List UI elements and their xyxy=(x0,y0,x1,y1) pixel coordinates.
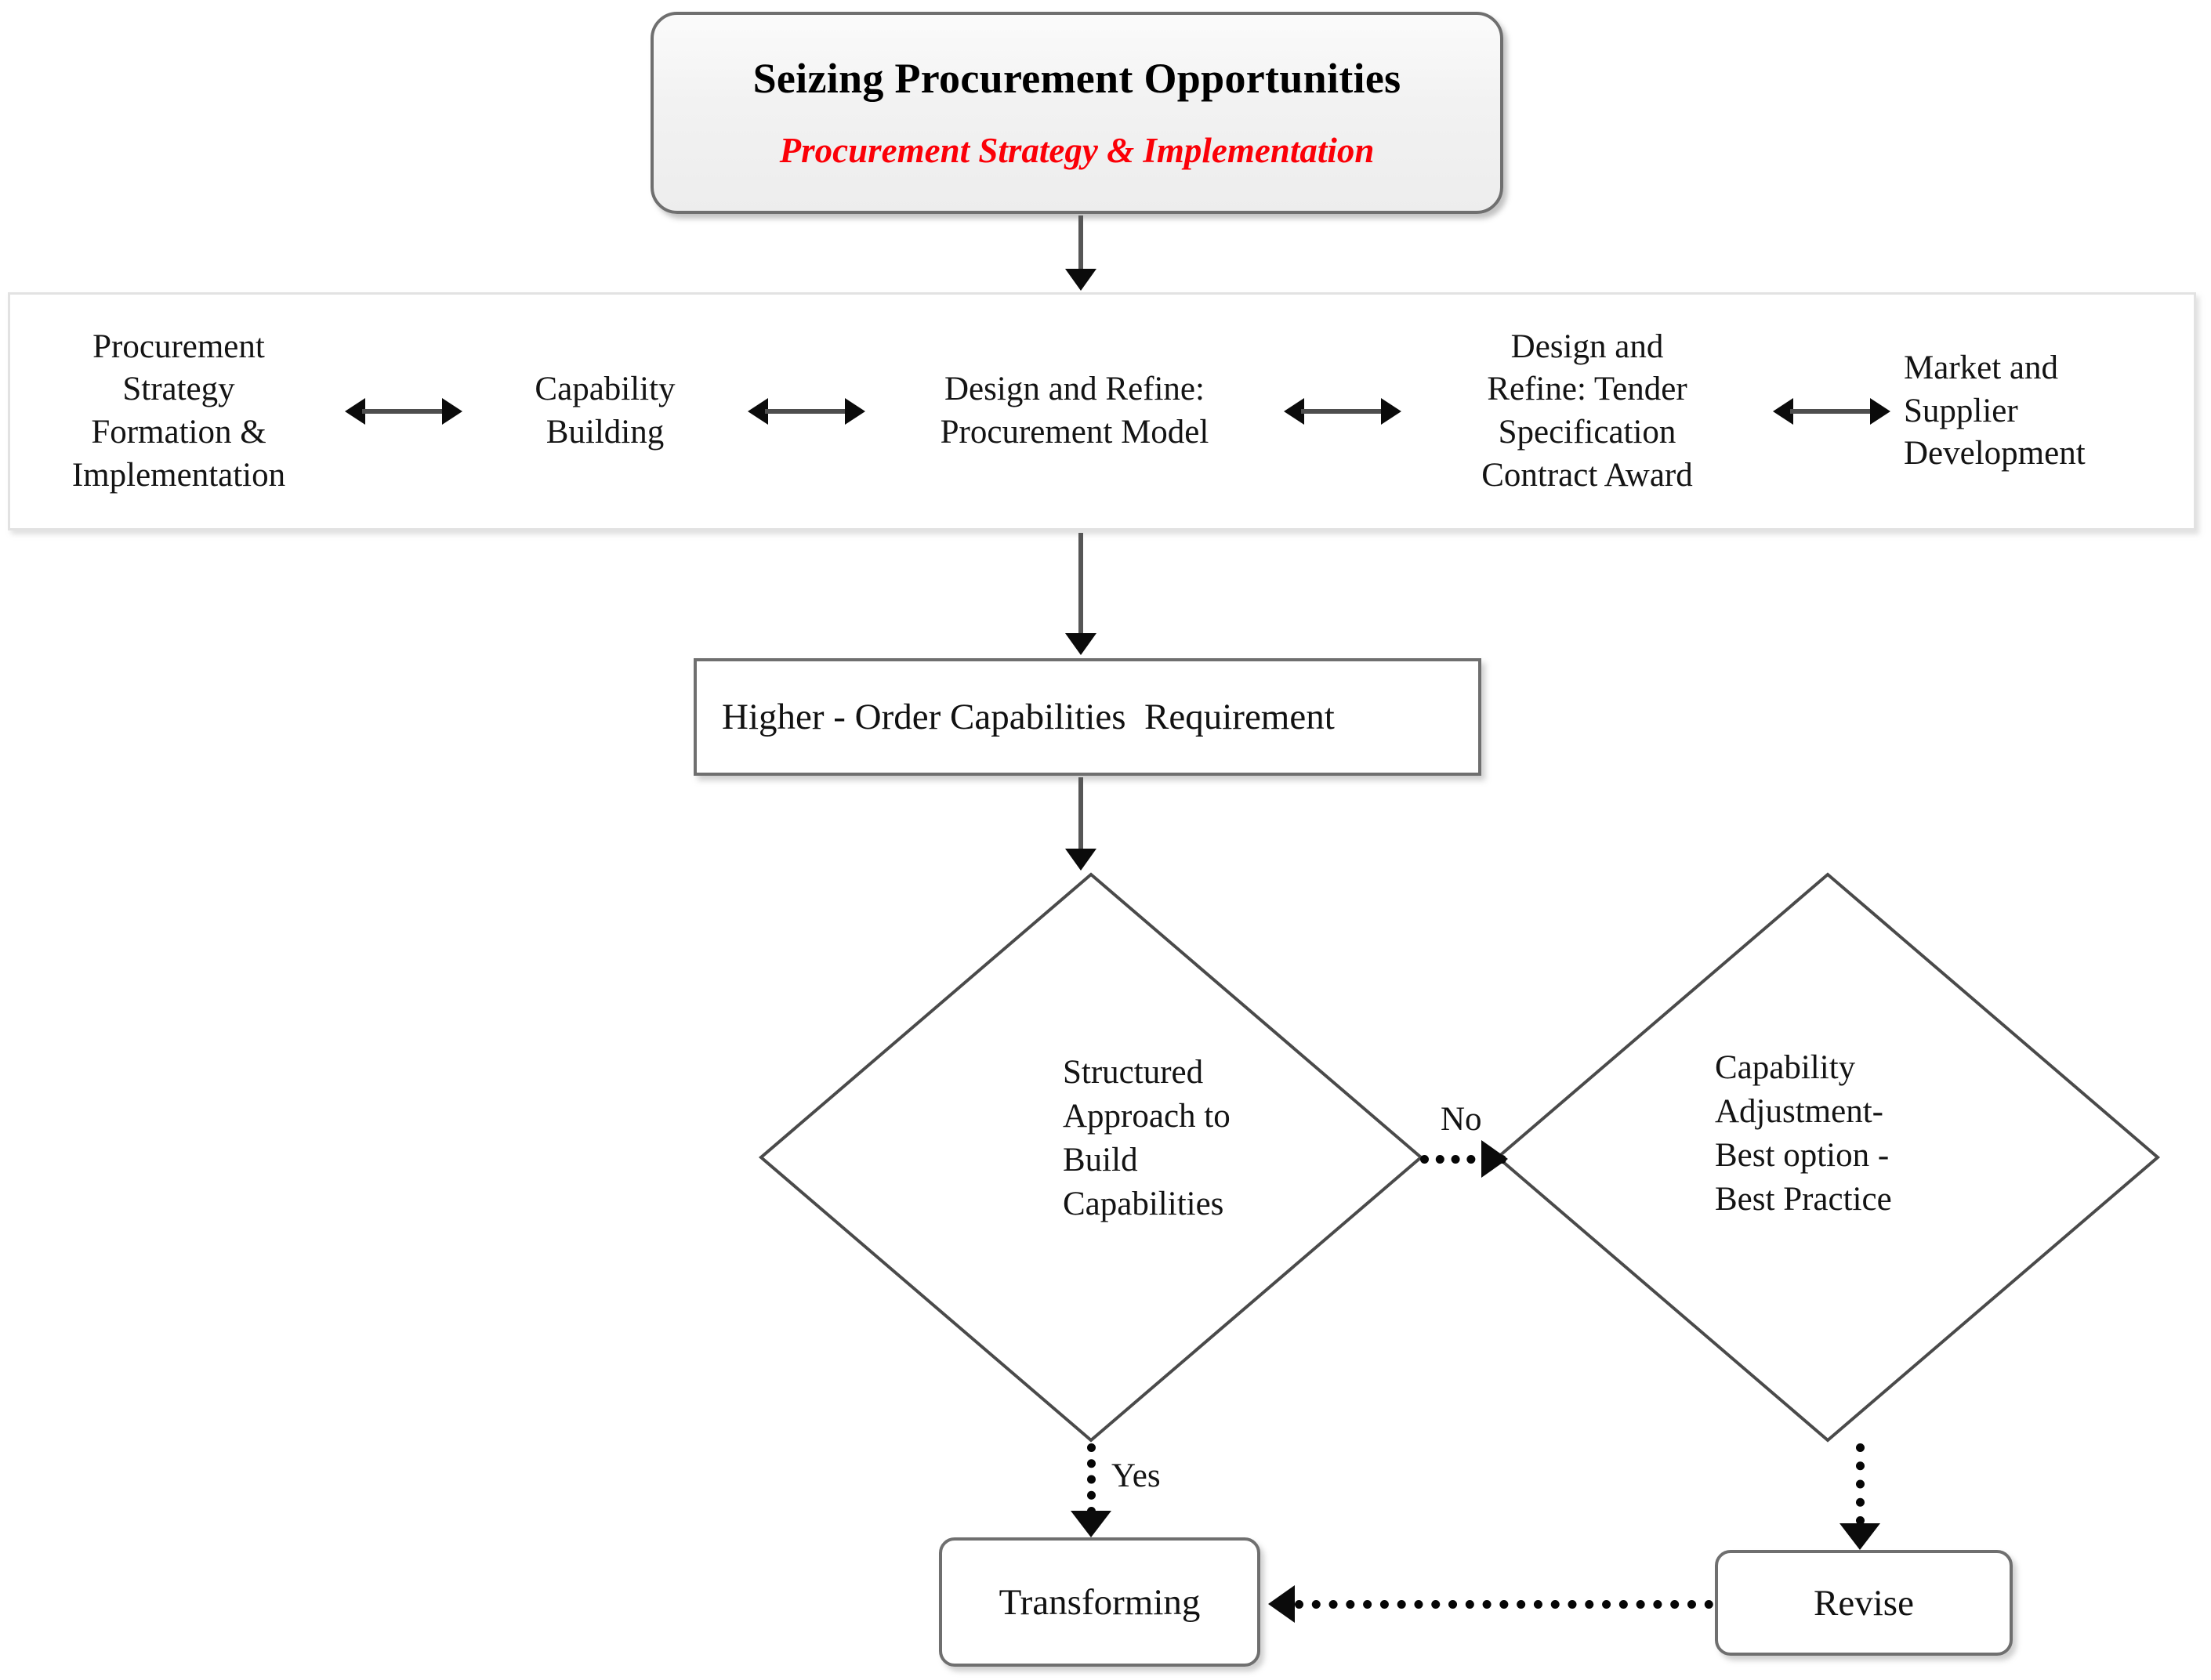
double-arrow-2 xyxy=(748,396,865,427)
arrowhead-no-icon xyxy=(1481,1140,1508,1178)
arrowhead-revise-to-transforming-icon xyxy=(1268,1585,1295,1623)
arrowhead-right-icon xyxy=(1870,398,1890,425)
edge-no-dotted-line xyxy=(1420,1155,1506,1164)
band-step-tender-specification: Design and Refine: Tender Specification … xyxy=(1481,328,1693,494)
edge-to-revise-dotted-line xyxy=(1856,1443,1865,1525)
arrowhead-left-icon xyxy=(345,398,365,425)
band-step-procurement-strategy: Procurement Strategy Formation & Impleme… xyxy=(71,328,286,494)
higher-order-capabilities-box: Higher - Order Capabilities Requirement xyxy=(694,658,1481,776)
arrowhead-to-revise-icon xyxy=(1839,1523,1880,1550)
terminal-transforming: Transforming xyxy=(939,1537,1260,1667)
page-title: Seizing Procurement Opportunities xyxy=(752,54,1401,102)
decision-capability-adjustment: Capability Adjustment- Best option - Bes… xyxy=(1495,872,2161,1443)
arrowhead-right-icon xyxy=(1381,398,1401,425)
band-step-procurement-model: Design and Refine: Procurement Model xyxy=(940,371,1209,451)
band-step-market-supplier-development: Market and Supplier Development xyxy=(1904,349,2086,472)
arrowhead-right-icon xyxy=(442,398,462,425)
title-box: Seizing Procurement Opportunities Procur… xyxy=(651,12,1503,214)
decision-structured-approach-label: Structured Approach to Build Capabilitie… xyxy=(1063,1054,1231,1222)
double-arrow-1 xyxy=(345,396,462,427)
diamond-shape xyxy=(1495,872,2161,1443)
terminal-transforming-label: Transforming xyxy=(999,1581,1201,1623)
diamond-shape xyxy=(758,872,1424,1443)
arrowhead-title-to-band xyxy=(1065,269,1096,291)
double-arrow-3 xyxy=(1284,396,1401,427)
arrowhead-left-icon xyxy=(748,398,768,425)
connector-requirement-to-decision xyxy=(1078,777,1083,853)
double-arrow-4 xyxy=(1773,396,1890,427)
band-step-capability-building: Capability Building xyxy=(535,371,676,451)
arrowhead-left-icon xyxy=(1773,398,1793,425)
arrowhead-requirement-to-decision xyxy=(1065,849,1096,871)
arrowhead-yes-icon xyxy=(1071,1511,1111,1537)
edge-yes-dotted-line xyxy=(1087,1443,1096,1515)
arrow-shaft xyxy=(765,409,848,414)
edge-label-no: No xyxy=(1441,1101,1482,1138)
terminal-revise: Revise xyxy=(1715,1550,2013,1656)
arrowhead-left-icon xyxy=(1284,398,1304,425)
edge-revise-to-transforming-line xyxy=(1295,1600,1713,1609)
terminal-revise-label: Revise xyxy=(1814,1582,1914,1624)
arrow-shaft xyxy=(362,409,445,414)
connector-band-to-requirement xyxy=(1078,533,1083,636)
edge-label-yes: Yes xyxy=(1111,1457,1161,1494)
process-band: Procurement Strategy Formation & Impleme… xyxy=(8,292,2196,530)
arrowhead-band-to-requirement xyxy=(1065,633,1096,655)
decision-capability-adjustment-label: Capability Adjustment- Best option - Bes… xyxy=(1715,1049,1892,1218)
arrow-shaft xyxy=(1790,409,1873,414)
arrow-shaft xyxy=(1301,409,1384,414)
arrowhead-right-icon xyxy=(845,398,865,425)
decision-structured-approach: Structured Approach to Build Capabilitie… xyxy=(758,872,1424,1443)
connector-title-to-band xyxy=(1078,215,1083,272)
page-subtitle: Procurement Strategy & Implementation xyxy=(779,130,1375,170)
higher-order-capabilities-label: Higher - Order Capabilities Requirement xyxy=(722,697,1335,737)
